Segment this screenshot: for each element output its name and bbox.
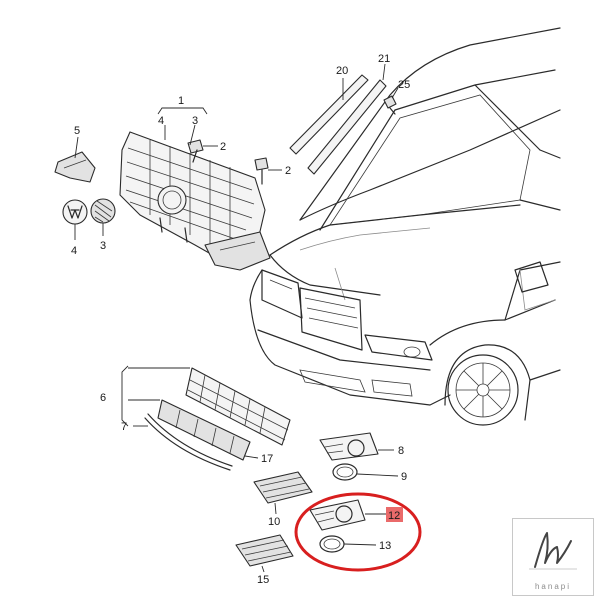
watermark-text: hanapi <box>534 582 572 591</box>
highlight-ring-part-12 <box>294 492 422 572</box>
side-grille-part-15 <box>235 534 294 567</box>
cowl-strip-part-20 <box>289 74 369 155</box>
callout-13: 13 <box>379 540 391 552</box>
callout-6: 6 <box>100 392 106 404</box>
clip-part-25 <box>383 95 397 115</box>
cowl-strip-part-21 <box>307 79 387 175</box>
callout-15: 15 <box>257 574 269 586</box>
leader-lines <box>74 63 399 573</box>
bracket-part-5 <box>54 151 96 183</box>
callout-labels: 1 4 3 2 2 5 4 3 20 21 25 6 7 17 8 9 10 1… <box>71 53 410 586</box>
callout-17: 17 <box>261 453 273 465</box>
callout-5: 5 <box>74 125 80 137</box>
vehicle-outline <box>249 27 561 426</box>
lower-grille-insert-part-17 <box>157 399 251 461</box>
fog-lamp-ring-part-9 <box>332 463 358 481</box>
callout-3-left: 3 <box>100 240 106 252</box>
trim-strip-part-7 <box>144 413 233 471</box>
hanapi-logo-icon <box>529 532 577 570</box>
callout-12: 12 <box>388 510 400 522</box>
callout-4-left: 4 <box>71 245 77 257</box>
callout-25: 25 <box>398 79 410 91</box>
callout-2-lower: 2 <box>285 165 291 177</box>
callout-2-upper: 2 <box>220 141 226 153</box>
emblem-carrier-part-3 <box>90 198 116 224</box>
callout-12-highlight-box <box>386 507 403 522</box>
callout-4-top: 4 <box>158 115 164 127</box>
fog-lamp-ring-part-13 <box>319 535 345 553</box>
fog-lamp-grille-part-12 <box>309 499 366 531</box>
side-grille-part-10 <box>253 471 313 504</box>
callout-10: 10 <box>268 516 280 528</box>
callout-8: 8 <box>398 445 404 457</box>
watermark-badge: hanapi <box>512 518 594 596</box>
callout-3-top: 3 <box>192 115 198 127</box>
emblem-part-4 <box>62 199 88 225</box>
callout-1: 1 <box>178 95 184 107</box>
bolt-part-2-lower <box>254 157 269 185</box>
bolt-part-2-upper <box>187 139 204 163</box>
callout-7: 7 <box>121 421 127 433</box>
callout-20: 20 <box>336 65 348 77</box>
front-grille-assembly <box>119 131 271 271</box>
callout-9: 9 <box>401 471 407 483</box>
lower-grille-part-6 <box>185 367 291 446</box>
callout-21: 21 <box>378 53 390 65</box>
fog-lamp-grille-part-8 <box>319 432 379 461</box>
